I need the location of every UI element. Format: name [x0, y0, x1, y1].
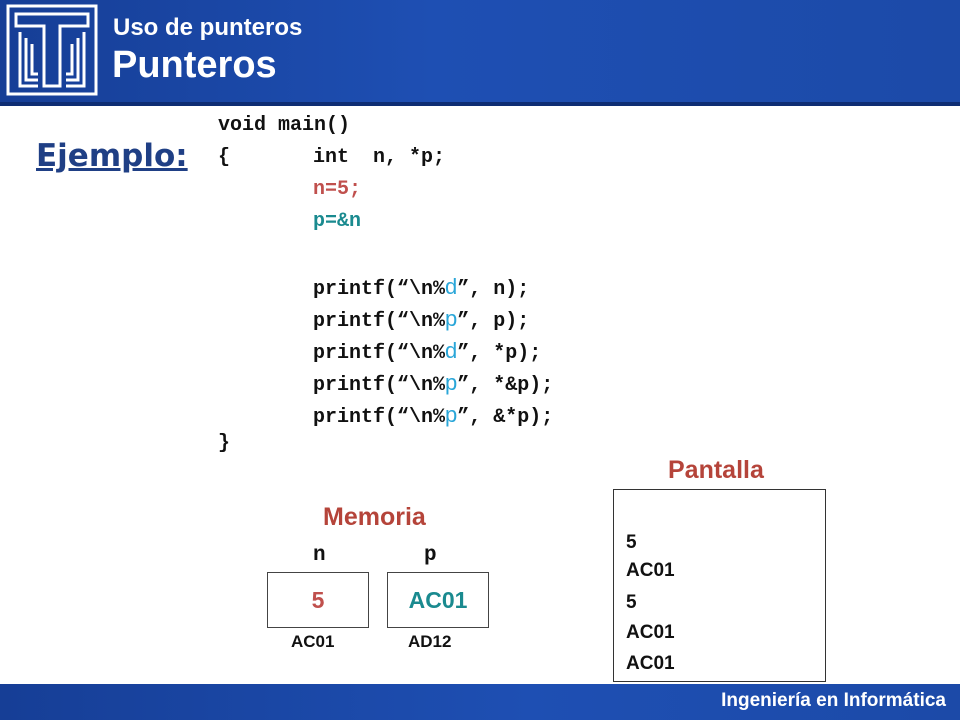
printf-args: ”, *&p); [457, 374, 554, 397]
output-line-5: AC01 [626, 653, 675, 674]
header-banner: Uso de punteros Punteros [0, 0, 960, 106]
format-specifier: d [445, 338, 458, 363]
ejemplo-label: Ejemplo: [36, 138, 188, 174]
printf-prefix: printf(“\n% [313, 278, 446, 301]
output-line-2: AC01 [626, 560, 675, 581]
code-line-1: void main() [218, 114, 351, 137]
printf-args: ”, n); [457, 278, 530, 301]
code-line-10: } [218, 432, 231, 455]
code-line-8: printf(“\n%p”, *&p); [313, 370, 553, 397]
output-line-3: 5 [626, 592, 637, 613]
footer-text: Ingeniería en Informática [721, 690, 946, 711]
memory-var-name-n: n [313, 544, 326, 567]
printf-args: ”, &*p); [457, 406, 554, 429]
slide-subtitle: Uso de punteros [113, 14, 303, 41]
memoria-title: Memoria [323, 503, 426, 531]
code-line-7: printf(“\n%d”, *p); [313, 338, 541, 365]
university-logo-icon [6, 4, 98, 96]
memory-address-n: AC01 [291, 632, 335, 651]
footer-banner: Ingeniería en Informática [0, 684, 960, 720]
memory-var-name-p: p [424, 544, 437, 567]
printf-args: ”, *p); [457, 342, 542, 365]
format-specifier: d [445, 274, 458, 299]
code-line-5: printf(“\n%d”, n); [313, 274, 529, 301]
pantalla-output-box: 5 AC01 5 AC01 AC01 [613, 489, 826, 682]
format-specifier: p [445, 370, 458, 395]
code-line-6: printf(“\n%p”, p); [313, 306, 529, 333]
memory-cell-n: 5 [267, 572, 369, 628]
slide-title: Punteros [112, 44, 277, 86]
printf-args: ”, p); [457, 310, 530, 333]
format-specifier: p [445, 402, 458, 427]
format-specifier: p [445, 306, 458, 331]
printf-prefix: printf(“\n% [313, 374, 446, 397]
memory-address-p: AD12 [408, 632, 452, 651]
code-line-2-brace: { [218, 146, 231, 169]
printf-prefix: printf(“\n% [313, 310, 446, 333]
output-line-1: 5 [626, 532, 637, 553]
code-line-2-declaration: int n, *p; [313, 146, 446, 169]
printf-prefix: printf(“\n% [313, 342, 446, 365]
code-line-9: printf(“\n%p”, &*p); [313, 402, 553, 429]
pantalla-title: Pantalla [668, 456, 764, 484]
memory-cell-p: AC01 [387, 572, 489, 628]
output-line-4: AC01 [626, 622, 675, 643]
code-line-3: n=5; [313, 178, 362, 201]
code-line-4: p=&n [313, 210, 362, 233]
printf-prefix: printf(“\n% [313, 406, 446, 429]
